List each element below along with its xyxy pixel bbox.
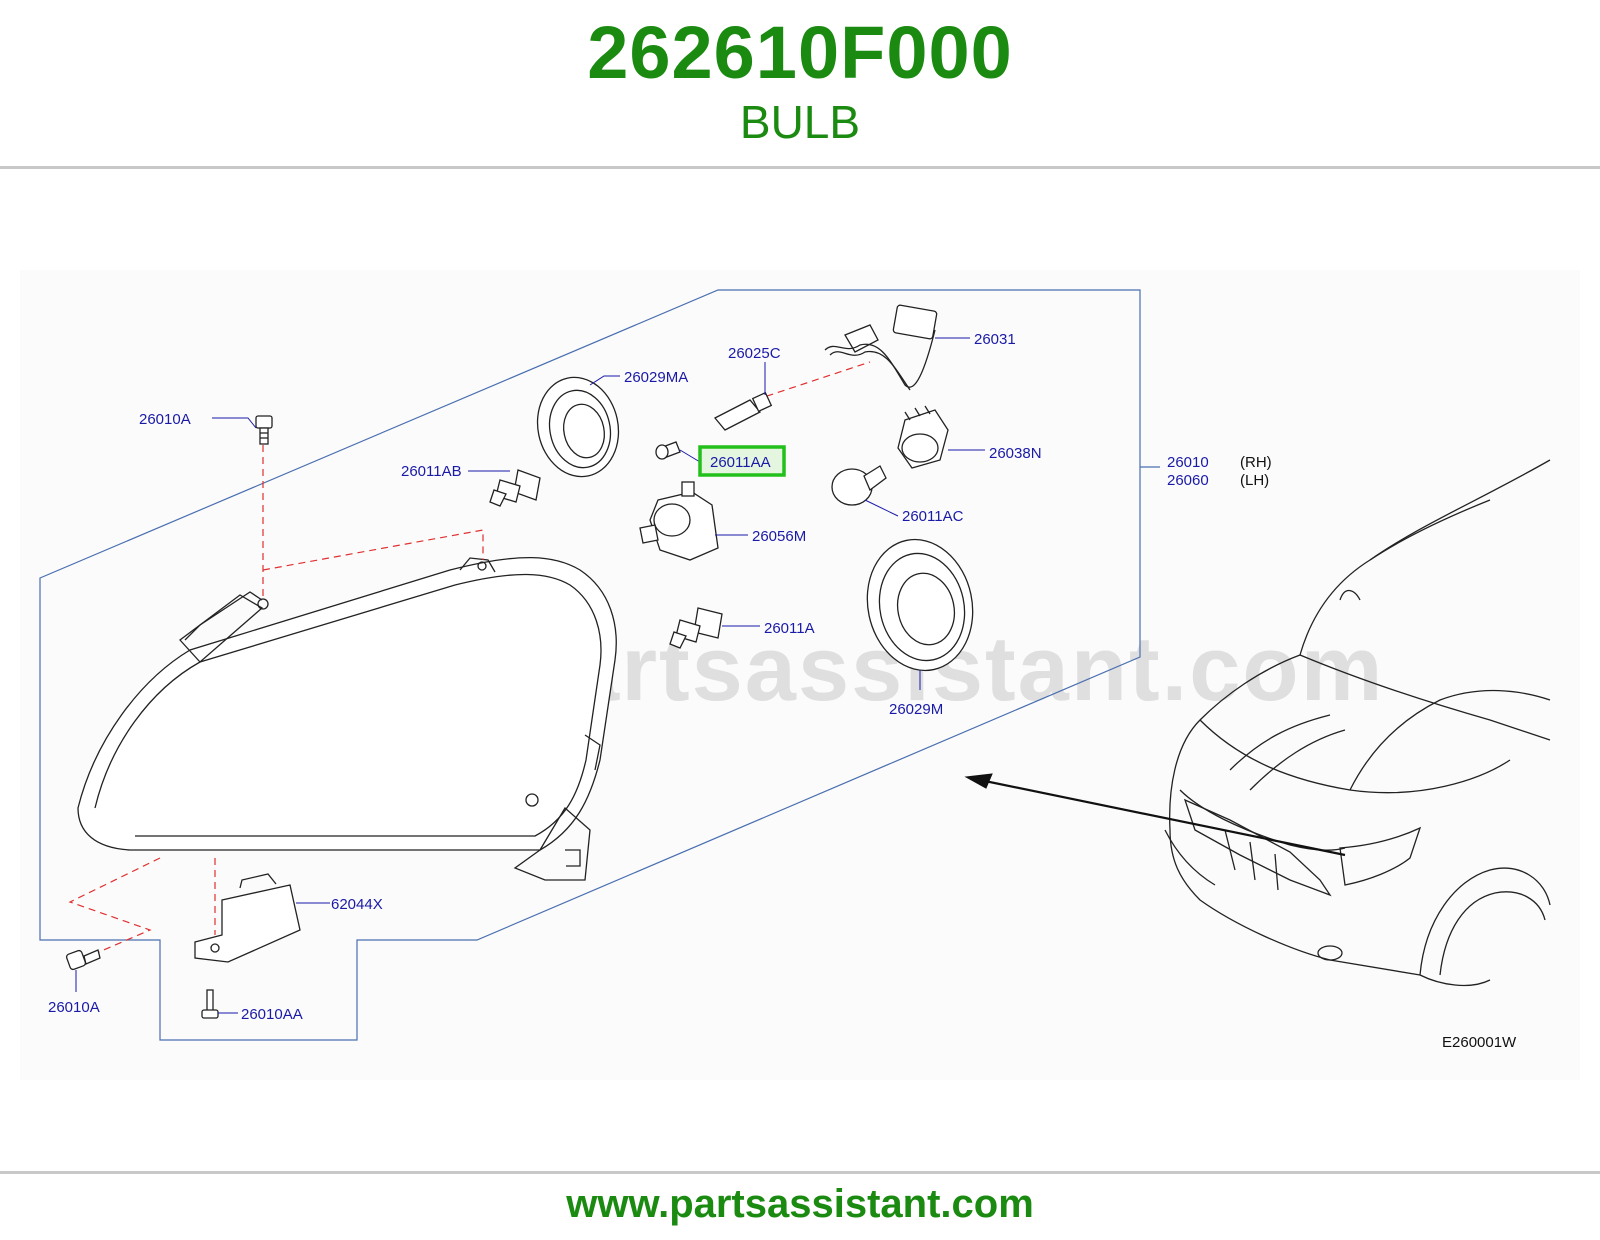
callout-26060[interactable]: 26060 <box>1167 472 1209 489</box>
part-name-subtitle: BULB <box>739 96 861 148</box>
dust-cover-large-icon <box>866 538 974 672</box>
part-number-title: 262610F000 <box>587 11 1013 94</box>
assembly-frame <box>39 289 1141 1041</box>
callout-26011AC[interactable]: 26011AC <box>902 508 964 525</box>
dust-cover-icon <box>536 376 620 478</box>
side-lh-label: (LH) <box>1240 472 1269 489</box>
assembly-line-socket <box>754 361 871 401</box>
callout-26010A-bottom[interactable]: 26010A <box>48 999 100 1016</box>
callout-26029M[interactable]: 26029M <box>889 701 943 718</box>
diagram-code: E260001W <box>1442 1034 1517 1051</box>
assembly-line-mount <box>262 529 484 571</box>
leveling-motor-icon <box>639 481 719 561</box>
callout-26038N[interactable]: 26038N <box>989 445 1042 462</box>
amber-bulb-icon <box>831 465 887 506</box>
side-rh-label: (RH) <box>1240 454 1272 471</box>
callout-26010[interactable]: 26010 <box>1167 454 1209 471</box>
callout-26025C[interactable]: 26025C <box>728 345 781 362</box>
callout-26011AA[interactable]: 26011AA <box>710 454 771 471</box>
page-header: 262610F000 BULB <box>0 0 1600 168</box>
callout-26010A-top[interactable]: 26010A <box>139 411 191 428</box>
header-divider <box>0 166 1600 169</box>
vehicle-outline <box>1164 459 1551 987</box>
assembly-line-bracket <box>68 857 161 959</box>
wire-harness-icon <box>824 304 938 391</box>
highlight-box <box>698 445 786 477</box>
bolt-bottom-icon <box>65 949 101 971</box>
screw-icon <box>201 989 219 1019</box>
bulb-h7-low-icon <box>669 607 723 649</box>
callout-26011AB[interactable]: 26011AB <box>401 463 462 480</box>
footer-website-link[interactable]: www.partsassistant.com <box>566 1182 1034 1226</box>
bolt-icon <box>255 415 273 445</box>
callout-26010AA[interactable]: 26010AA <box>241 1006 303 1023</box>
callout-26031[interactable]: 26031 <box>974 331 1016 348</box>
bulb-h7-icon <box>489 469 541 507</box>
footer-divider <box>0 1171 1600 1174</box>
callout-26029MA[interactable]: 26029MA <box>624 369 688 386</box>
wedge-bulb-icon <box>655 441 681 460</box>
bulb-socket-icon <box>713 391 773 431</box>
headlamp-housing <box>77 556 617 881</box>
callout-26011A[interactable]: 26011A <box>764 620 815 637</box>
bracket-icon <box>194 873 301 963</box>
location-arrow <box>964 773 1346 857</box>
callout-62044X[interactable]: 62044X <box>331 896 383 913</box>
callout-26056M[interactable]: 26056M <box>752 528 806 545</box>
turn-signal-socket-icon <box>897 405 949 469</box>
